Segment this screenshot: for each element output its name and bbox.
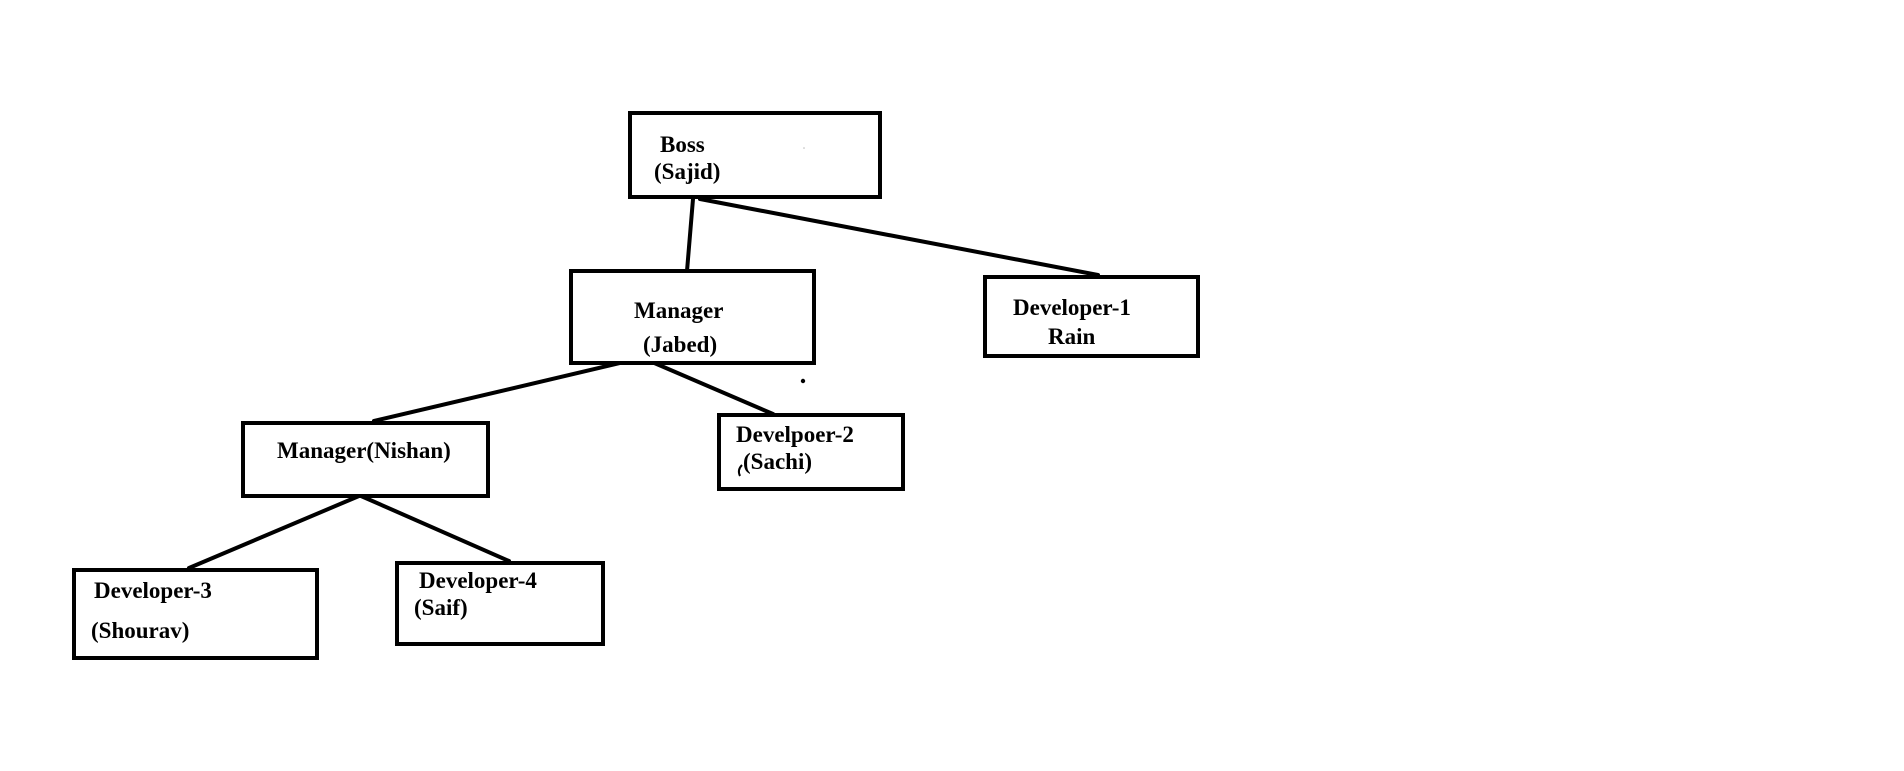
edge-manager-nishan-developer-4 <box>359 494 511 563</box>
node-developer-1-name: Rain <box>1048 324 1096 349</box>
node-developer-3-title: Developer-3 <box>94 578 212 603</box>
node-developer-1-box <box>983 275 1200 358</box>
node-boss-name: (Sajid) <box>654 159 720 184</box>
node-manager-nishan: Manager(Nishan) <box>241 421 490 498</box>
node-developer-4: Developer-4 (Saif) <box>395 561 605 646</box>
node-developer-3-box <box>72 568 319 660</box>
node-developer-2-title: Develpoer-2 <box>736 422 854 447</box>
node-developer-1: Developer-1 Rain <box>983 275 1200 358</box>
edge-boss-manager-jabed <box>685 197 695 273</box>
node-developer-4-box <box>395 561 605 646</box>
node-manager-jabed: Manager (Jabed) <box>569 269 816 365</box>
edge-boss-developer-1 <box>698 197 1100 277</box>
stray-dot <box>800 378 806 384</box>
node-manager-jabed-box <box>569 269 816 365</box>
node-boss-box <box>628 111 882 199</box>
node-developer-2: Develpoer-2 (Sachi) <box>717 413 905 491</box>
node-developer-3: Developer-3 (Shourav) <box>72 568 319 660</box>
node-boss-title: Boss <box>660 132 705 157</box>
node-developer-4-title: Developer-4 <box>419 568 537 593</box>
node-developer-1-title: Developer-1 <box>1013 295 1131 320</box>
edge-manager-jabed-developer-2 <box>643 357 775 416</box>
node-manager-nishan-box <box>241 421 490 498</box>
node-boss: Boss (Sajid) <box>628 111 882 199</box>
node-developer-4-name: (Saif) <box>414 595 468 620</box>
edge-manager-jabed-manager-nishan <box>372 357 639 423</box>
node-manager-jabed-name: (Jabed) <box>643 332 717 357</box>
edge-manager-nishan-developer-3 <box>187 494 361 570</box>
node-manager-jabed-title: Manager <box>634 298 723 323</box>
stray-tick-mark <box>737 464 743 477</box>
node-developer-3-name: (Shourav) <box>91 618 189 643</box>
faint-speck <box>803 147 805 149</box>
node-manager-nishan-label: Manager(Nishan) <box>277 438 451 463</box>
node-developer-2-name: (Sachi) <box>743 449 812 474</box>
node-developer-2-box <box>717 413 905 491</box>
